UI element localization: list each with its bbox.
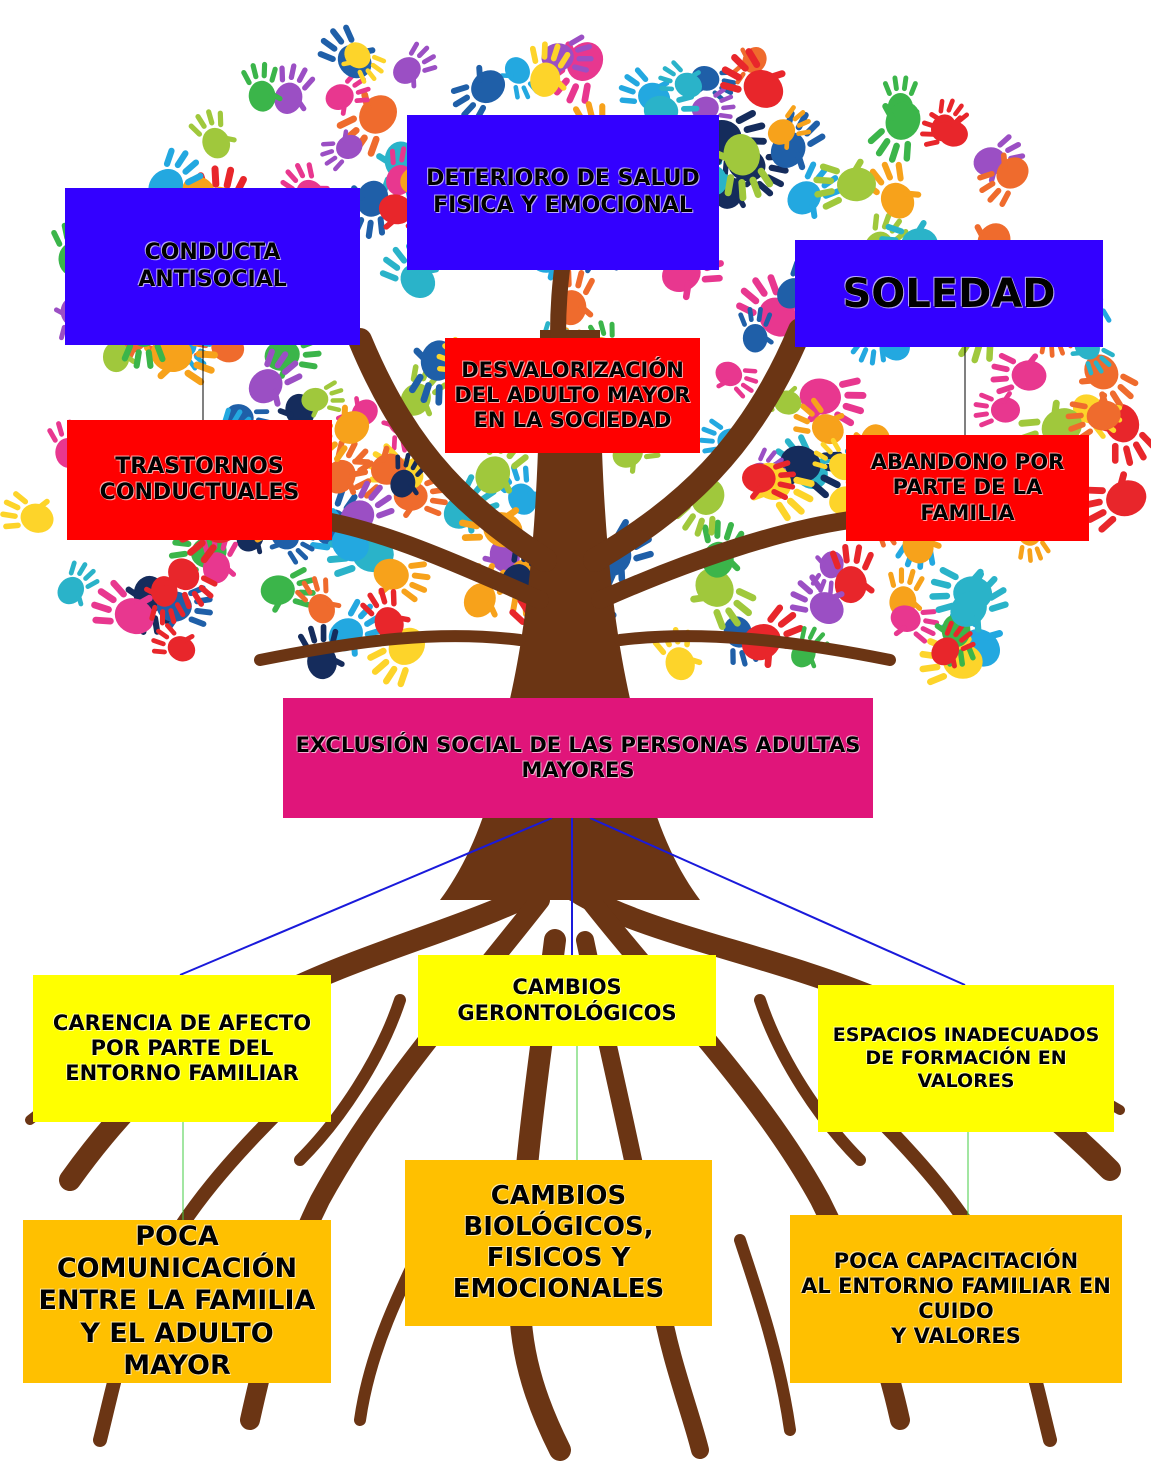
cause-espacios-label: ESPACIOS INADECUADOS DE FORMACIÓN EN VAL… bbox=[832, 1024, 1100, 1092]
hand-print bbox=[151, 623, 196, 662]
branch bbox=[311, 511, 549, 609]
hand-print bbox=[738, 306, 774, 353]
root-poca-capacitacion-label: POCA CAPACITACIÓN AL ENTORNO FAMILIAR EN… bbox=[801, 1248, 1111, 1349]
effect-conducta-antisocial: CONDUCTA ANTISOCIAL bbox=[65, 188, 360, 345]
effect-conducta-label: CONDUCTA ANTISOCIAL bbox=[138, 240, 287, 292]
branch bbox=[583, 318, 812, 572]
hand-print bbox=[188, 109, 237, 159]
hand-print bbox=[950, 570, 1009, 633]
hand-print bbox=[248, 348, 303, 407]
hand-print bbox=[713, 134, 774, 202]
hand-print bbox=[341, 42, 387, 84]
root-cambios-biologicos: CAMBIOS BIOLÓGICOS, FISICOS Y EMOCIONALE… bbox=[405, 1160, 712, 1326]
root-strand bbox=[734, 1234, 796, 1436]
hand-print bbox=[163, 558, 218, 610]
effect-deterioro-salud: DETERIORO DE SALUD FISICA Y EMOCIONAL bbox=[407, 115, 719, 270]
branch bbox=[591, 511, 859, 609]
hand-print bbox=[767, 105, 812, 150]
hand-print bbox=[274, 63, 316, 114]
cause-cambios-gerontologicos: CAMBIOS GERONTOLÓGICOS bbox=[418, 955, 716, 1046]
branch bbox=[254, 630, 526, 666]
hand-print bbox=[789, 574, 845, 624]
central-problem-label: EXCLUSIÓN SOCIAL DE LAS PERSONAS ADULTAS… bbox=[295, 732, 861, 782]
hand-print bbox=[990, 352, 1047, 395]
hand-print bbox=[529, 41, 571, 97]
connector-line bbox=[589, 817, 966, 986]
effect-abandono-familia: ABANDONO POR PARTE DE LA FAMILIA bbox=[846, 435, 1089, 541]
root-poca-comunicacion-label: POCA COMUNICACIÓN ENTRE LA FAMILIA Y EL … bbox=[38, 1220, 316, 1382]
tree-branches bbox=[254, 212, 896, 666]
root-poca-comunicacion: POCA COMUNICACIÓN ENTRE LA FAMILIA Y EL … bbox=[23, 1220, 331, 1383]
hand-print bbox=[690, 568, 757, 630]
root-strand bbox=[754, 994, 866, 1166]
branch bbox=[348, 328, 557, 572]
connector-lines bbox=[179, 345, 969, 1220]
hand-print bbox=[931, 620, 976, 669]
hand-print bbox=[450, 64, 506, 123]
hand-print bbox=[91, 579, 155, 635]
effect-soledad: SOLEDAD bbox=[795, 240, 1103, 347]
hand-print bbox=[742, 460, 797, 501]
hand-print bbox=[793, 397, 845, 445]
hand-print bbox=[890, 605, 940, 644]
cause-carencia-afecto: CARENCIA DE AFECTO POR PARTE DEL ENTORNO… bbox=[33, 975, 331, 1122]
effect-trastornos-label: TRASTORNOS CONDUCTUALES bbox=[99, 453, 300, 505]
effect-soledad-label: SOLEDAD bbox=[842, 270, 1056, 317]
hand-print bbox=[813, 158, 876, 210]
root-strand bbox=[294, 994, 406, 1166]
cause-espacios-inadecuados: ESPACIOS INADECUADOS DE FORMACIÓN EN VAL… bbox=[818, 985, 1114, 1132]
effect-abandono-label: ABANDONO POR PARTE DE LA FAMILIA bbox=[870, 450, 1065, 525]
cause-carencia-label: CARENCIA DE AFECTO POR PARTE DEL ENTORNO… bbox=[52, 1010, 312, 1086]
hand-print bbox=[715, 361, 759, 399]
effect-desvalorizacion: DESVALORIZACIÓN DEL ADULTO MAYOR EN LA S… bbox=[445, 338, 700, 453]
hand-print bbox=[320, 129, 363, 172]
root-poca-capacitacion: POCA CAPACITACIÓN AL ENTORNO FAMILIAR EN… bbox=[790, 1215, 1122, 1383]
branch bbox=[614, 630, 896, 666]
cause-cambios-geronto-label: CAMBIOS GERONTOLÓGICOS bbox=[457, 975, 677, 1025]
hand-print bbox=[241, 61, 283, 112]
hand-print bbox=[973, 391, 1021, 428]
connector-line bbox=[179, 817, 553, 976]
effect-trastornos-conductuales: TRASTORNOS CONDUCTUALES bbox=[67, 420, 332, 540]
hand-print bbox=[977, 152, 1029, 207]
root-cambios-biologicos-label: CAMBIOS BIOLÓGICOS, FISICOS Y EMOCIONALE… bbox=[452, 1180, 665, 1305]
hand-print bbox=[1081, 471, 1147, 533]
hand-print bbox=[360, 587, 411, 640]
hand-print bbox=[1065, 392, 1121, 442]
central-problem: EXCLUSIÓN SOCIAL DE LAS PERSONAS ADULTAS… bbox=[283, 698, 873, 818]
hand-print bbox=[920, 112, 968, 147]
hand-print bbox=[720, 48, 786, 108]
hand-print bbox=[0, 491, 54, 533]
hand-print bbox=[295, 576, 342, 624]
hand-print bbox=[658, 60, 703, 98]
hand-print bbox=[57, 560, 100, 607]
effect-deterioro-label: DETERIORO DE SALUD FISICA Y EMOCIONAL bbox=[426, 166, 700, 218]
hand-print bbox=[867, 101, 921, 163]
hand-print bbox=[393, 41, 438, 89]
effect-desvalorizacion-label: DESVALORIZACIÓN DEL ADULTO MAYOR EN LA S… bbox=[454, 357, 691, 433]
hand-print bbox=[301, 380, 345, 418]
